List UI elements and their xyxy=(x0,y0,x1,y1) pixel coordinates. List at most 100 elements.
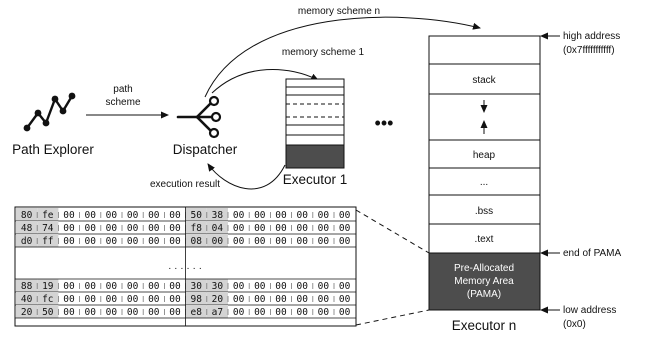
hex-byte: 00 xyxy=(63,223,75,234)
hex-byte: 00 xyxy=(84,294,96,305)
executor-n-label: Executor n xyxy=(452,318,517,333)
hex-byte: 00 xyxy=(63,307,75,318)
hex-byte: 00 xyxy=(84,307,96,318)
hex-byte: 00 xyxy=(233,236,245,247)
executor-1-memory xyxy=(285,78,345,169)
hex-byte: 48 xyxy=(21,223,33,234)
hex-cell-highlight xyxy=(16,292,38,305)
hex-cell-highlight xyxy=(185,292,207,305)
hex-byte: f8 xyxy=(190,223,202,234)
hex-byte: 08 xyxy=(190,236,202,247)
hex-byte: 00 xyxy=(339,210,351,221)
hex-byte: 19 xyxy=(42,281,54,292)
end-of-pama-label: end of PAMA xyxy=(563,248,622,259)
hex-byte: 00 xyxy=(254,223,266,234)
hex-byte: 00 xyxy=(339,236,351,247)
hex-byte: 00 xyxy=(275,294,287,305)
memory-scheme-1-arrow xyxy=(211,69,319,94)
hex-byte: 00 xyxy=(106,294,118,305)
hex-byte: 50 xyxy=(190,210,202,221)
hex-byte: 00 xyxy=(106,236,118,247)
segment-ellipsis: ... xyxy=(480,177,488,188)
executor-1-label: Executor 1 xyxy=(283,172,348,187)
low-address-label: low address xyxy=(563,305,616,316)
executor-1-pama-block xyxy=(285,144,345,169)
hex-byte: 00 xyxy=(254,236,266,247)
stack-heap-growth xyxy=(429,93,540,141)
segment-text: .text xyxy=(475,234,494,245)
hex-cell-highlight xyxy=(206,292,228,305)
hex-byte: 00 xyxy=(296,294,308,305)
hex-cell-highlight xyxy=(37,221,59,234)
hex-byte: 00 xyxy=(339,281,351,292)
hex-byte: 00 xyxy=(254,307,266,318)
hex-byte: 80 xyxy=(21,210,33,221)
path-explorer-label: Path Explorer xyxy=(12,142,94,157)
hex-cell-highlight xyxy=(206,221,228,234)
hex-byte: 00 xyxy=(318,307,330,318)
hex-cell-highlight xyxy=(37,234,59,247)
hex-byte: 00 xyxy=(275,236,287,247)
hex-byte: 00 xyxy=(318,281,330,292)
segment-bss: .bss xyxy=(475,206,493,217)
hex-byte: 00 xyxy=(254,281,266,292)
hex-byte: 00 xyxy=(84,223,96,234)
hex-byte: 00 xyxy=(106,307,118,318)
dispatcher-nodes xyxy=(208,95,222,139)
hex-byte: 74 xyxy=(42,223,54,234)
hex-byte: 00 xyxy=(169,210,181,221)
path-scheme-label-line2: scheme xyxy=(105,97,140,108)
hex-byte: 50 xyxy=(42,307,54,318)
hex-byte: 00 xyxy=(233,223,245,234)
hex-byte: 00 xyxy=(275,307,287,318)
pama-label-line1: Pre-Allocated xyxy=(454,263,514,274)
hex-byte: 00 xyxy=(127,236,139,247)
hex-byte: e8 xyxy=(190,307,202,318)
zoom-line-bottom xyxy=(355,309,430,326)
execution-result-arrow xyxy=(207,163,286,190)
segment-heap: heap xyxy=(473,150,496,161)
hex-byte: 00 xyxy=(233,307,245,318)
hex-byte: 00 xyxy=(63,294,75,305)
hex-cell-highlight xyxy=(206,208,228,221)
path-scheme-label-line1: path xyxy=(113,84,132,95)
dispatcher-label: Dispatcher xyxy=(173,142,238,157)
hex-cell-highlight xyxy=(37,292,59,305)
hex-cell-highlight xyxy=(206,279,228,292)
hex-byte: 00 xyxy=(127,210,139,221)
zoom-line-top xyxy=(355,209,430,254)
pama-label-line2: Memory Area xyxy=(454,276,514,287)
hex-byte: 00 xyxy=(169,223,181,234)
hex-byte: 40 xyxy=(21,294,33,305)
memory-scheme-n-label: memory scheme n xyxy=(298,6,380,17)
hex-byte: 38 xyxy=(212,210,224,221)
hex-byte: 00 xyxy=(63,281,75,292)
hex-cell-highlight xyxy=(185,279,207,292)
hex-byte: 00 xyxy=(63,236,75,247)
hex-byte: 00 xyxy=(212,236,224,247)
segment-stack: stack xyxy=(472,75,496,86)
hex-byte: 30 xyxy=(190,281,202,292)
pama-region xyxy=(428,252,541,311)
hex-dump-ellipsis: · · · · · · xyxy=(168,263,202,274)
pama-label-line3: (PAMA) xyxy=(467,289,501,300)
hex-byte: 00 xyxy=(339,307,351,318)
hex-byte: 00 xyxy=(233,281,245,292)
hex-byte: 00 xyxy=(296,307,308,318)
hex-byte: 00 xyxy=(318,236,330,247)
hex-byte: 00 xyxy=(233,294,245,305)
hex-byte: 88 xyxy=(21,281,33,292)
executor-ellipsis: ••• xyxy=(375,113,394,133)
hex-cell-highlight xyxy=(16,234,38,247)
hex-byte: 00 xyxy=(339,223,351,234)
hex-byte: 00 xyxy=(106,210,118,221)
hex-byte: fc xyxy=(42,294,53,305)
hex-byte: ff xyxy=(42,236,53,247)
hex-byte: 00 xyxy=(127,281,139,292)
hex-cell-highlight xyxy=(16,208,38,221)
